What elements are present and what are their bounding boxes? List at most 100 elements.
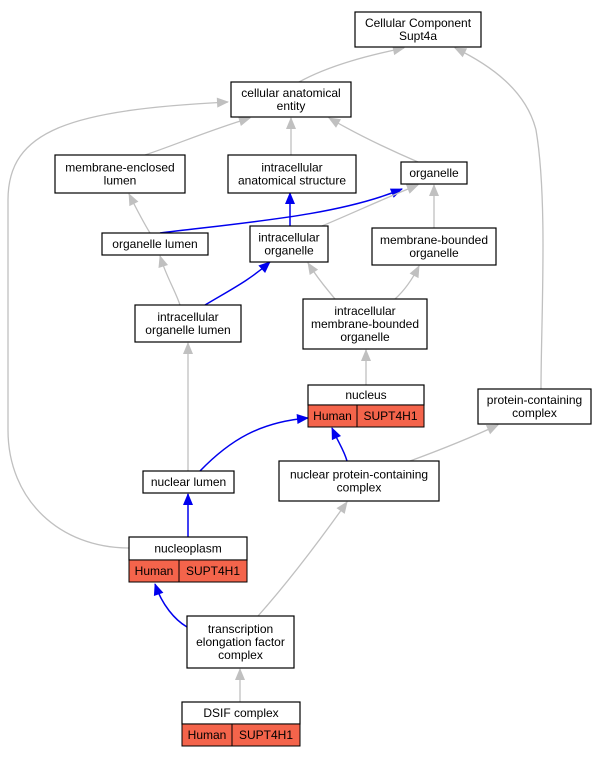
arrowhead [328, 117, 341, 128]
node-box [230, 81, 352, 118]
node-label: intracellular [258, 231, 319, 245]
node-org[interactable]: organelle [400, 161, 468, 185]
edge-tefc-npcc [257, 501, 348, 617]
node-label: anatomical structure [238, 174, 346, 188]
node-label: nuclear lumen [151, 475, 226, 489]
edge-org-cae [328, 117, 419, 163]
gene-label: SUPT4H1 [186, 564, 240, 578]
arrowhead [285, 192, 295, 204]
edge-imbo-io [307, 262, 336, 300]
arrowhead [296, 414, 309, 424]
arrowhead [392, 45, 405, 56]
node-label: transcription [208, 622, 273, 636]
arrowhead [238, 116, 251, 126]
edge-line [298, 47, 405, 83]
edge-np-nl [183, 493, 193, 537]
node-label: Supt4a [399, 29, 437, 43]
node-label: organelle [409, 166, 459, 180]
edge-nuc-imbo [361, 349, 371, 385]
node-label: protein-containing [487, 393, 582, 407]
edge-io-ias [285, 192, 295, 226]
edge-line [409, 424, 499, 462]
edge-mel-cae [144, 116, 251, 156]
node-label: nucleus [345, 388, 386, 402]
edge-cae-root [298, 45, 405, 83]
node-label: complex [218, 648, 263, 662]
node-label: entity [277, 99, 306, 113]
node-label: organelle lumen [112, 237, 197, 251]
arrowhead [485, 424, 499, 435]
edge-imbo-mbo [394, 265, 420, 300]
node-label: membrane-enclosed [65, 161, 174, 175]
node-nl[interactable]: nuclear lumen [142, 470, 235, 494]
node-label: intracellular [334, 304, 395, 318]
arrowhead [158, 255, 168, 268]
edges-layer [7, 45, 544, 702]
edge-line [321, 184, 419, 227]
edge-nl-nuc [199, 414, 309, 472]
edge-line [159, 188, 403, 234]
node-label: Cellular Component [365, 16, 472, 30]
node-label: complex [512, 406, 557, 420]
node-box [477, 388, 592, 425]
node-label: organelle [264, 244, 314, 258]
edge-io-org [321, 184, 419, 227]
edge-orgl-mel [128, 193, 151, 234]
node-label: cellular anatomical [241, 86, 340, 100]
node-label: membrane-bounded [311, 317, 419, 331]
arrowhead [183, 342, 193, 354]
arrowhead [429, 184, 439, 196]
edge-line [144, 117, 251, 156]
node-box [278, 460, 440, 502]
gene-label: SUPT4H1 [363, 409, 417, 423]
species-label: Human [135, 564, 174, 578]
arrowhead [183, 493, 193, 505]
node-label: organelle [340, 330, 390, 344]
node-label: organelle lumen [145, 323, 230, 337]
gene-tag [231, 723, 301, 747]
edge-npcc-pcc [409, 424, 499, 462]
node-orgl[interactable]: organelle lumen [101, 232, 209, 256]
node-box [134, 304, 242, 343]
edge-iol-orgl [158, 255, 181, 306]
arrowhead [128, 193, 139, 207]
node-label: organelle [409, 246, 459, 260]
species-label: Human [188, 728, 227, 742]
node-box [302, 298, 428, 350]
gene-tag [178, 559, 248, 583]
node-box [186, 615, 295, 669]
node-box [400, 161, 468, 185]
node-label: nucleoplasm [154, 542, 221, 556]
gene-tag [356, 404, 425, 428]
arrowhead [336, 501, 348, 514]
node-box [371, 227, 497, 266]
edge-pcc-root [454, 47, 544, 390]
edge-mbo-org [429, 184, 439, 228]
node-label: DSIF complex [203, 706, 278, 720]
node-box [227, 154, 357, 194]
edge-tefc-np [153, 583, 188, 628]
node-box [101, 232, 209, 256]
edge-dsif-tefc [235, 668, 245, 702]
edge-line [199, 417, 309, 472]
edge-line [7, 101, 229, 549]
arrowhead [409, 265, 420, 279]
edge-ias-cae [286, 117, 296, 155]
gene-label: SUPT4H1 [239, 728, 293, 742]
arrowhead [216, 97, 229, 108]
